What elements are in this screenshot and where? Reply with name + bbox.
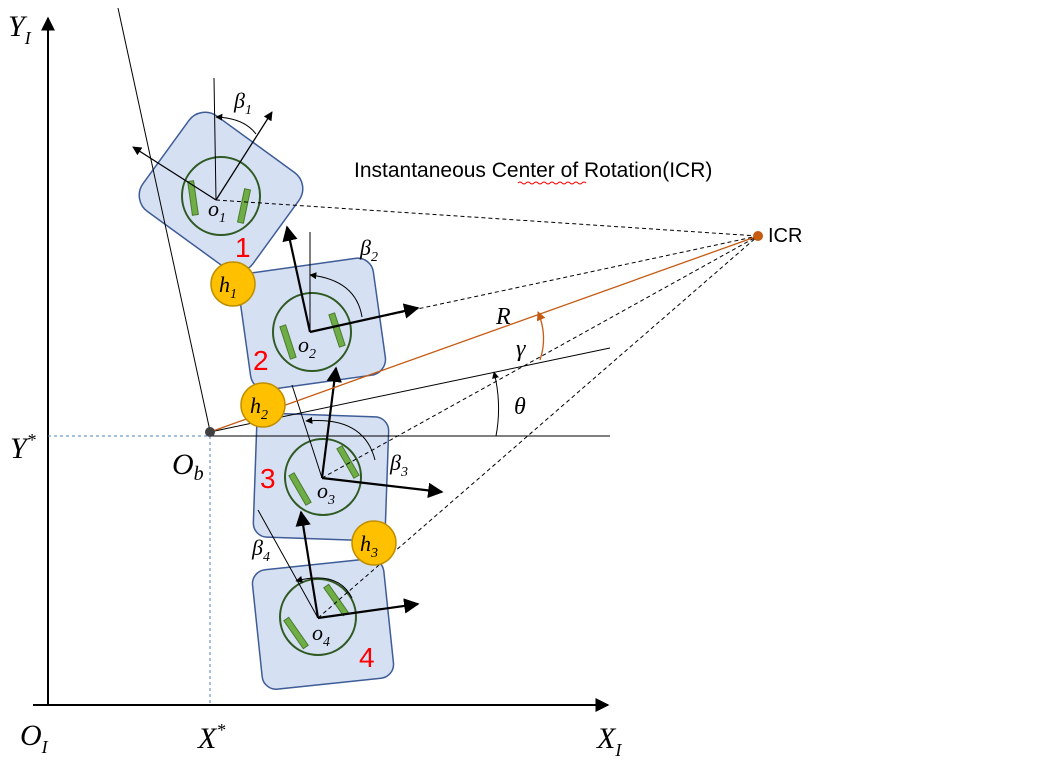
module-4-lateral-vector — [317, 598, 420, 620]
hitch-1: h1 — [210, 261, 256, 307]
y-axis-label: YI — [8, 10, 32, 48]
icr-label: ICR — [768, 225, 802, 247]
icr-line-o3 — [321, 235, 759, 479]
inertial-frame: YI XI OI X* Y* — [8, 10, 622, 760]
theta-arc — [492, 371, 500, 437]
module-2-wheel — [272, 292, 352, 372]
module-1-center-label: o1 — [208, 196, 226, 226]
module-4-ref-line — [257, 509, 319, 619]
y-star-label: Y* — [10, 430, 36, 465]
module-4: β4 o4 4 — [251, 509, 420, 690]
module-2-number: 2 — [253, 345, 269, 376]
base-point-label: Ob — [172, 448, 204, 485]
module-1: β1 o1 1 — [132, 77, 304, 273]
module-1-beta-label: β1 — [233, 88, 252, 118]
module-3-lateral-vector — [321, 476, 444, 499]
module-4-body — [251, 558, 395, 690]
module-3: β3 o3 3 — [252, 366, 444, 542]
module-3-beta-label: β3 — [389, 450, 408, 480]
origin-label: OI — [20, 719, 49, 757]
body-longitudinal-line — [117, 7, 211, 432]
module-1-roller-right — [236, 188, 252, 224]
module-4-wheel — [279, 578, 357, 656]
module-2-beta-arc — [309, 272, 363, 318]
radius-line — [209, 235, 759, 433]
module-4-beta-label: β4 — [251, 535, 270, 565]
icr-line-o1 — [215, 199, 759, 237]
icr-construction: R γ ICR — [209, 199, 802, 619]
module-3-roller-left — [288, 472, 312, 506]
module-1-lateral-vector — [132, 146, 217, 201]
hitch-1-label: h1 — [219, 272, 237, 302]
module-3-wheel — [284, 438, 362, 516]
module-4-beta-arc — [295, 576, 353, 599]
hitch-3-label: h3 — [360, 531, 378, 561]
module-2-center-label: o2 — [298, 332, 316, 362]
hitch-1-disc — [210, 261, 256, 307]
module-3-center-label: o3 — [317, 478, 335, 508]
module-3-roller-right — [336, 445, 360, 479]
module-1-roller-left — [187, 180, 199, 216]
module-2-beta-label: β2 — [359, 235, 378, 265]
module-1-ref-line — [213, 77, 217, 201]
module-2-roller-left — [279, 324, 297, 360]
gamma-label: γ — [516, 336, 526, 362]
module-1-number: 1 — [235, 232, 251, 263]
module-3-number: 3 — [260, 463, 276, 494]
module-1-heading-vector — [215, 111, 273, 201]
module-3-body — [252, 412, 390, 542]
x-axis-label: XI — [596, 722, 622, 760]
hitch-2-disc — [240, 382, 286, 428]
spellcheck-squiggle — [517, 181, 587, 185]
theta-label: θ — [514, 394, 526, 420]
x-star-label: X* — [197, 720, 225, 755]
radius-label: R — [495, 304, 511, 330]
module-3-heading-vector — [320, 366, 342, 479]
icr-point — [753, 231, 763, 241]
module-2-lateral-vector — [309, 303, 420, 334]
hitch-3: h3 — [351, 520, 397, 566]
module-4-center-label: o4 — [312, 620, 330, 650]
module-4-roller-left — [283, 616, 309, 650]
module-2-roller-right — [328, 312, 346, 348]
hitch-3-disc — [351, 520, 397, 566]
module-4-number: 4 — [359, 642, 375, 673]
gamma-arc — [536, 311, 546, 361]
module-3-beta-arc — [305, 416, 376, 461]
icr-line-o2 — [309, 235, 759, 333]
module-1-beta-arc — [215, 113, 257, 135]
module-1-wheel — [181, 156, 261, 236]
icr-line-o4 — [317, 235, 759, 619]
module-4-heading-vector — [295, 510, 320, 619]
module-2-heading-vector — [282, 225, 312, 333]
hitch-2-label: h2 — [250, 393, 268, 423]
base-point — [205, 427, 215, 437]
module-2: β2 o2 2 — [237, 225, 420, 391]
diagram-title: Instantaneous Center of Rotation(ICR) — [354, 159, 712, 182]
hitch-2: h2 — [240, 382, 286, 428]
